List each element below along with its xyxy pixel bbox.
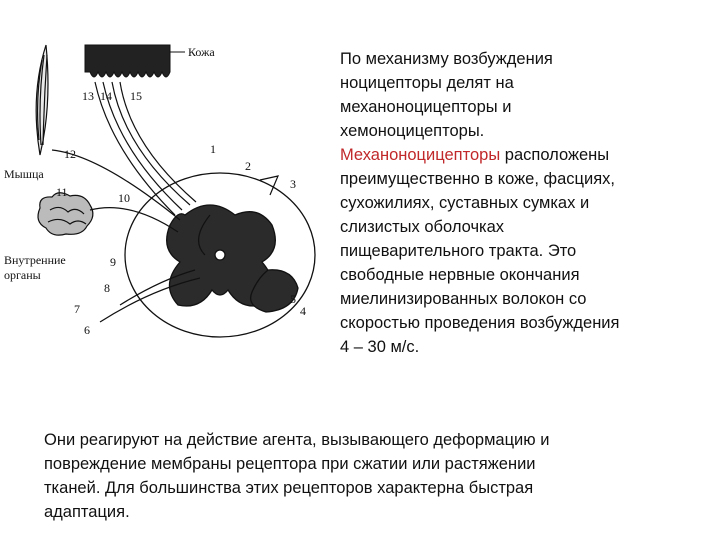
number-label-11: 11 xyxy=(56,185,68,199)
text-fragment: расположены xyxy=(500,146,610,164)
text-line: свободные нервные окончания xyxy=(340,266,580,284)
number-label-1: 1 xyxy=(210,142,216,156)
text-line: адаптация. xyxy=(44,503,130,521)
number-label-14: 14 xyxy=(100,89,112,103)
text-line: повреждение мембраны рецептора при сжати… xyxy=(44,455,536,473)
main-text-block: По механизму возбуждения ноцицепторы дел… xyxy=(340,47,690,359)
number-label-15: 15 xyxy=(130,89,142,103)
text-line: хемоноцицепторы. xyxy=(340,122,485,140)
muscle-label: Мышца xyxy=(4,167,44,181)
text-line: сухожилиях, суставных сумках и xyxy=(340,194,590,212)
number-label-12: 12 xyxy=(64,147,76,161)
number-label-7: 7 xyxy=(74,302,80,316)
highlighted-term: Механоноцицепторы xyxy=(340,146,501,164)
number-label-8: 8 xyxy=(104,281,110,295)
internal-organs-drawing xyxy=(37,192,94,236)
number-label-2: 2 xyxy=(245,159,251,173)
text-line: преимущественно в коже, фасциях, xyxy=(340,170,615,188)
text-line: скоростью проведения возбуждения xyxy=(340,314,620,332)
text-line: По механизму возбуждения xyxy=(340,50,553,68)
text-line: 4 – 30 м/с. xyxy=(340,338,420,356)
skin-drawing xyxy=(84,44,185,78)
spinal-reflex-diagram: Кожа Мышца Внутренние органы 1 2 3 4 5 6… xyxy=(4,44,316,338)
number-label-5: 5 xyxy=(290,292,296,306)
muscle-drawing xyxy=(35,44,49,156)
text-line: Механоноцицепторы расположены xyxy=(340,143,690,167)
number-label-4: 4 xyxy=(300,304,306,318)
text-line: миелинизированных волокон со xyxy=(340,290,587,308)
number-label-6: 6 xyxy=(84,323,90,337)
number-label-3: 3 xyxy=(290,177,296,191)
skin-label: Кожа xyxy=(188,45,215,59)
spinal-cord-drawing xyxy=(124,172,316,338)
nerve-fibers xyxy=(51,81,280,323)
number-label-10: 10 xyxy=(118,191,130,205)
text-line: пищеварительного тракта. Это xyxy=(340,242,577,260)
text-line: ноцицепторы делят на xyxy=(340,74,514,92)
number-label-13: 13 xyxy=(82,89,94,103)
text-line: механоноцицепторы и xyxy=(340,98,512,116)
organs-label-line2: органы xyxy=(4,268,41,282)
text-line: Они реагируют на действие агента, вызыва… xyxy=(44,431,550,449)
text-line: тканей. Для большинства этих рецепторов … xyxy=(44,479,534,497)
organs-label-line1: Внутренние xyxy=(4,253,66,267)
number-label-9: 9 xyxy=(110,255,116,269)
bottom-text-block: Они реагируют на действие агента, вызыва… xyxy=(44,428,684,524)
text-line: слизистых оболочках xyxy=(340,218,505,236)
